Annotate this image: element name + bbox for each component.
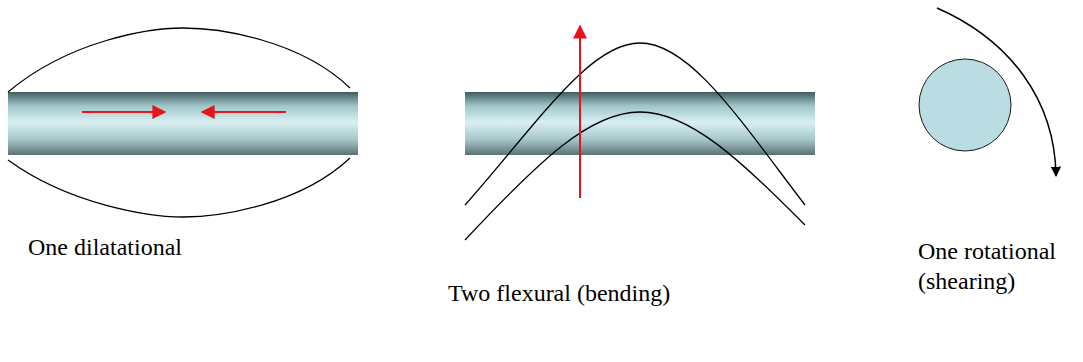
dilatational-figure	[8, 28, 358, 217]
force-arrow	[202, 111, 286, 113]
flexural-figure	[465, 26, 815, 240]
cylinder-section	[919, 59, 1011, 151]
mode-curve	[465, 43, 805, 205]
caption-label: One rotational (shearing)	[918, 236, 1068, 296]
caption-label: One dilatational	[28, 232, 268, 262]
force-arrow	[579, 26, 581, 198]
rotation-arrow	[937, 8, 1056, 176]
cylinder	[465, 92, 815, 155]
mode-curve	[8, 28, 350, 92]
cylinder	[8, 92, 358, 155]
mode-curve	[465, 112, 805, 240]
caption-label: Two flexural (bending)	[448, 278, 768, 308]
force-arrow	[82, 111, 165, 113]
rotational-figure	[919, 8, 1056, 176]
mode-curve	[8, 158, 350, 217]
